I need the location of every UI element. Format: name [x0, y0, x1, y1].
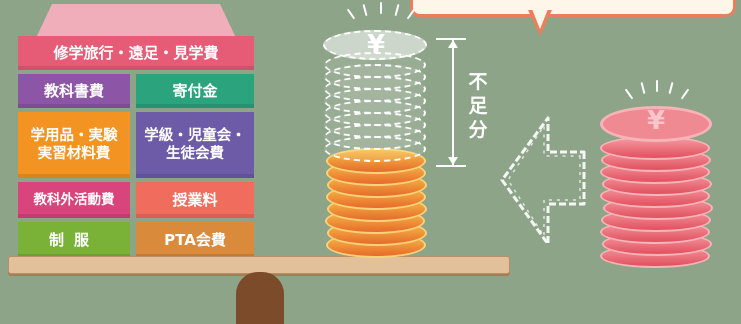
sparkle-ray — [640, 81, 646, 95]
block-supplies-label-2: 実習材料費 — [37, 146, 111, 162]
seesaw-fulcrum — [236, 272, 284, 324]
block-supplies-label-1: 学用品・実験 — [30, 127, 118, 144]
block-class-fees: 学級・児童会・生徒会費 — [136, 112, 254, 178]
pink-coin-top — [600, 106, 712, 142]
block-tuition-label: 授業料 — [172, 190, 218, 209]
block-supplies: 学用品・実験実習材料費 — [18, 112, 130, 178]
sparkle-ray — [668, 81, 674, 95]
shortage-bracket-top — [436, 38, 466, 40]
arrow-up-icon — [448, 40, 458, 48]
block-uniform-label: 制服 — [48, 230, 99, 249]
block-textbooks: 教科書費 — [18, 74, 130, 108]
sparkle-ray — [624, 88, 634, 100]
ghost-coin-top — [323, 30, 427, 60]
block-school-trip: 修学旅行・遠足・見学費 — [18, 36, 254, 70]
block-textbooks-label: 教科書費 — [43, 81, 104, 100]
shortage-bracket-bottom — [436, 165, 466, 167]
yen-symbol: ¥ — [646, 106, 666, 136]
sparkle-ray — [394, 3, 400, 17]
yen-symbol: ¥ — [366, 30, 386, 60]
block-extracurricular-label: 教科外活動費 — [33, 191, 115, 208]
sparkle-ray — [656, 80, 658, 92]
shortage-bracket — [452, 38, 454, 166]
block-roof — [36, 4, 236, 38]
sparkle-ray — [680, 88, 690, 100]
block-class-fees-label-1: 学級・児童会・ — [144, 127, 246, 144]
shortage-label: 不足分 — [468, 71, 488, 141]
speech-bubble-tail-inner — [532, 9, 548, 29]
arrow-down-icon — [448, 157, 458, 165]
block-school-trip-label: 修学旅行・遠足・見学費 — [53, 43, 219, 62]
block-tuition: 授業料 — [136, 182, 254, 218]
sparkle-ray — [380, 2, 382, 14]
block-pta-label: PTA会費 — [164, 230, 226, 249]
block-class-fees-label-2: 生徒会費 — [166, 146, 224, 162]
block-donations-label: 寄付金 — [172, 81, 218, 100]
block-extracurricular: 教科外活動費 — [18, 182, 130, 218]
chalk-arrow-left-icon — [500, 116, 586, 246]
sparkle-ray — [362, 3, 368, 17]
block-uniform: 制服 — [18, 222, 130, 258]
block-pta: PTA会費 — [136, 222, 254, 258]
speech-bubble — [410, 0, 736, 17]
block-donations: 寄付金 — [136, 74, 254, 108]
sparkle-ray — [346, 8, 356, 20]
